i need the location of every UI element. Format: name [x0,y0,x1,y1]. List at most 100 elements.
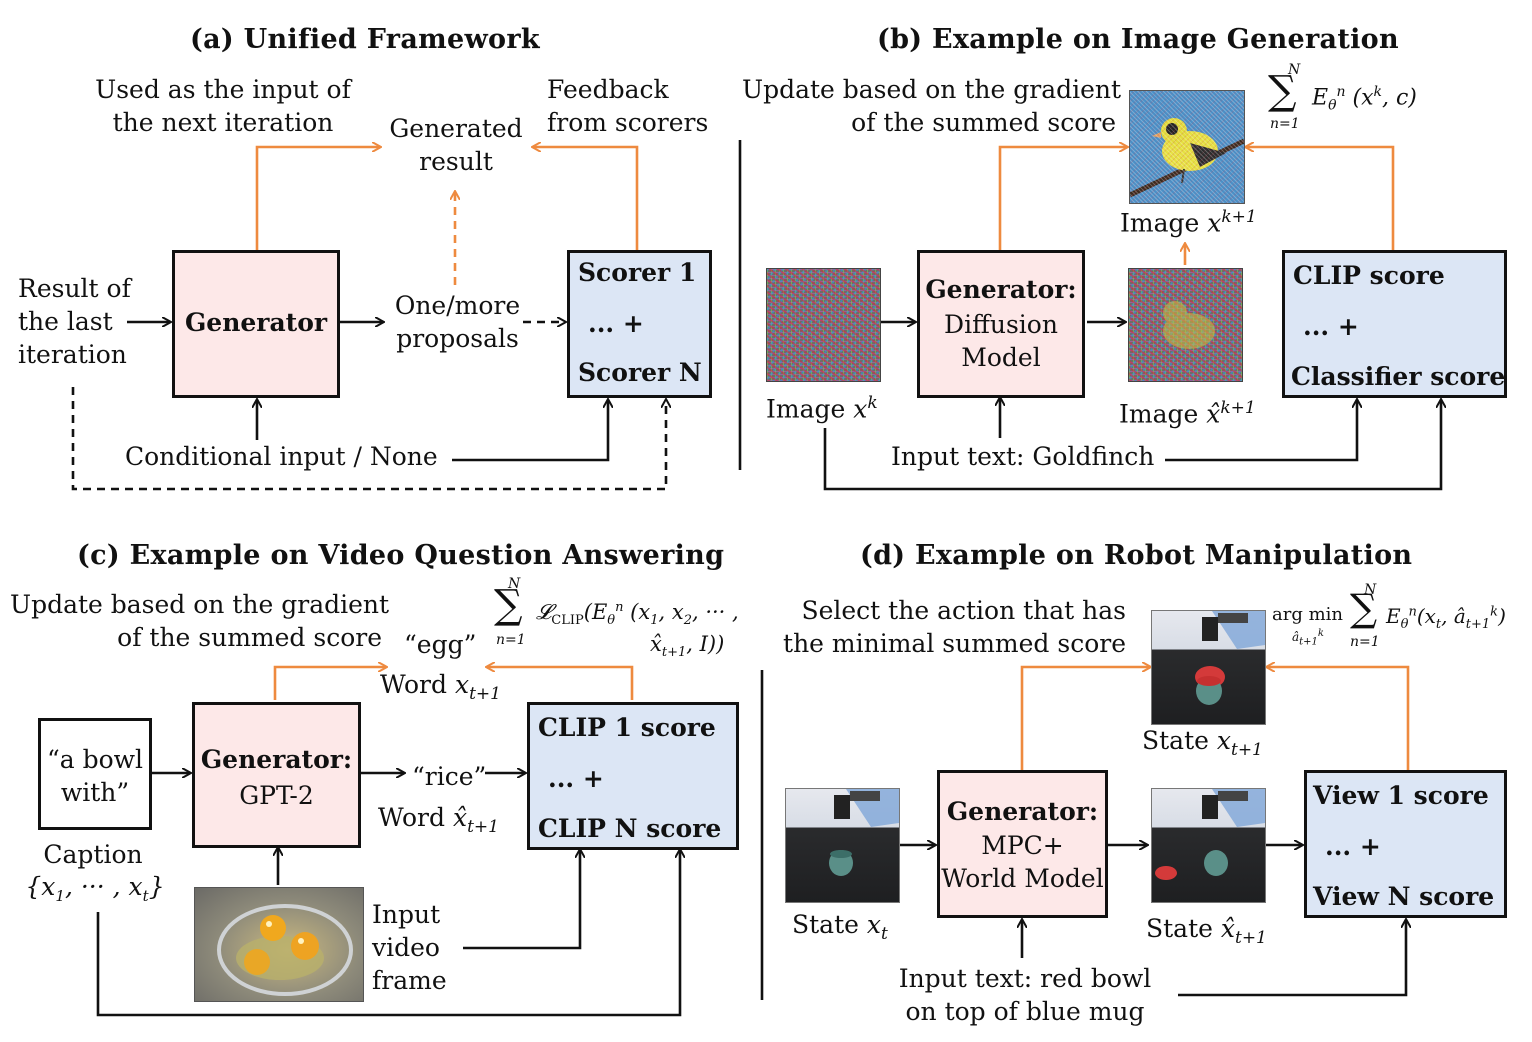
egg-video-frame [194,887,364,1002]
generator-box-c: Generator: GPT-2 [192,702,361,848]
sum-top: N [508,576,521,592]
arrow-clip-to-egg [487,667,634,700]
conditional-input-label: Conditional input / None [125,442,438,471]
math-var: x [454,670,470,699]
text-line: Input [372,900,441,929]
arrow-last-dashed [71,387,666,491]
text-part: Word [380,670,448,699]
sigma-icon: ∑ [494,582,523,628]
generator-sub: MPC+ [981,831,1064,860]
clip-1-label: CLIP 1 score [538,713,716,742]
sum-expr-line1: 𝓛CLIP(Eθn (x1, x2, ··· , [536,600,739,629]
generated-result-label: Generated result [386,112,526,178]
panel-a-title: (a) Unified Framework [190,24,540,55]
arrow-frame-to-clip [463,850,580,950]
math-sup: k+1 [1220,398,1256,418]
text-part: Word [378,803,446,832]
text-line: Input text: red bowl [898,964,1152,993]
text-part: State [792,910,859,939]
text-line: video [372,933,440,962]
text-line: frame [372,966,447,995]
clip-score-label: CLIP score [1293,261,1445,290]
text-line: result [419,147,493,176]
caption-label: Caption [43,840,143,869]
arrow-text-to-view [1178,920,1406,997]
math-sup: k [867,393,878,413]
caption-set: {x1, ··· , xt} [25,872,165,905]
text-line: the last [18,307,113,336]
generator-sub: World Model [941,864,1104,893]
scene-state-hat [1151,788,1266,903]
scorer-n-label: Scorer N [578,358,702,387]
caption-line: “a bowl [46,745,144,774]
noise-image-xhat [1128,268,1243,382]
rice-label: “rice” [412,762,487,791]
arrow-genb-to-image [998,147,1127,250]
generator-title: Generator: [200,745,353,774]
arrow-xk-loop [823,400,1441,491]
arrow-view-to-state [1267,667,1410,770]
scorer-mid-label: ... + [588,309,644,338]
view-1-label: View 1 score [1313,781,1489,810]
input-video-label: Input video frame [372,898,447,997]
text-line: One/more [394,291,521,320]
select-label: Select the action that has the minimal s… [780,594,1126,660]
text-part: State [1146,914,1213,943]
generator-sub: Diffusion [944,310,1058,339]
text-line: from scorers [547,108,709,137]
goldfinch-icon [1130,91,1244,203]
arrow-cond-to-scorer [452,400,608,462]
state-hat-label: State x̂t+1 [1146,912,1267,955]
generator-sub: GPT-2 [239,781,314,810]
word-hat-label: Word x̂t+1 [378,801,499,844]
mid-label: ... + [548,764,604,793]
generator-title: Generator: [946,797,1099,826]
clip-n-label: CLIP N score [538,814,722,843]
text-part: State [1142,726,1209,755]
text-line: the minimal summed score [783,629,1126,658]
text-part: Image [1119,399,1199,429]
math-sub: t [880,924,888,944]
eggs-icon [217,904,353,996]
generator-title: Generator: [925,275,1077,304]
arrow-text-to-clip [1165,400,1357,462]
text-line: Select the action that has [801,596,1126,625]
text-line: the next iteration [112,108,334,137]
text-line: Update based on the gradient [742,75,1122,104]
caption-box: “a bowl with” [38,718,152,830]
sum-top: N [1364,582,1377,598]
text-line: of the summed score [851,108,1116,137]
proposals-label: One/more proposals [385,289,530,355]
clip-box-c: CLIP 1 score ... + CLIP N score [527,702,739,850]
clip-scorer-box: CLIP score ... + Classifier score [1282,250,1507,398]
state-next-label: State xt+1 [1142,724,1263,767]
sum-expr: Eθn (xk, c) [1312,84,1417,114]
generator-box-b: Generator: Diffusion Model [917,250,1085,398]
text-line: on top of blue mug [905,997,1145,1026]
robot-scene-icon [1195,611,1265,705]
panel-b-title: (b) Example on Image Generation [877,24,1399,55]
math-var: x̂ [1206,399,1221,429]
text-line: Used as the input of [95,75,351,104]
scene-state-next [1151,610,1266,725]
sum-bottom: n=1 [1350,634,1380,650]
math-sub: t+1 [467,817,499,837]
panel-c-title: (c) Example on Video Question Answering [77,540,725,571]
arrow-gend-to-state [1020,667,1150,770]
sum-bottom: n=1 [1270,116,1300,132]
result-last-label: Result of the last iteration [18,272,131,371]
text-line: Generated [389,114,523,143]
panel-d-title: (d) Example on Robot Manipulation [860,540,1413,571]
view-n-label: View N score [1313,882,1495,911]
robot-scene-icon [1155,789,1265,880]
image-hat-label: Image x̂k+1 [1119,392,1256,430]
text-part: Image [766,394,846,424]
arrow-scorer-feedback [533,147,639,250]
generator-box-d: Generator: MPC+ World Model [937,770,1108,918]
scorer-box: Scorer 1 ... + Scorer N [567,250,712,398]
generator-sub: Model [961,343,1041,372]
feedback-label: Feedback from scorers [547,73,708,139]
classifier-score-label: Classifier score [1291,362,1506,391]
text-line: Feedback [547,75,669,104]
